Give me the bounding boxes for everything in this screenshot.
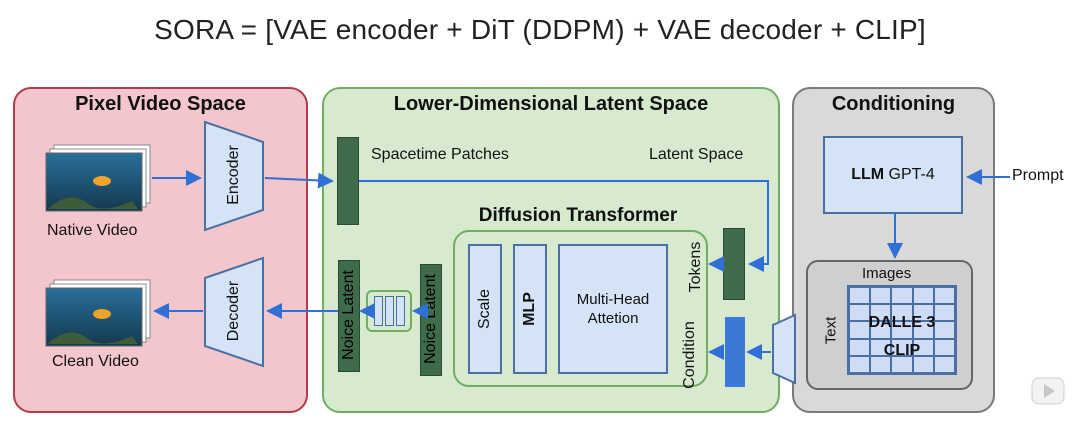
- decoder-block: [203, 256, 265, 368]
- clip-grid-cell: [870, 338, 892, 356]
- clip-grid-cell: [891, 338, 913, 356]
- arrow-patches-to-tokens: [359, 180, 769, 272]
- llm-label: LLM GPT-4: [823, 166, 963, 184]
- condition-column: [725, 317, 745, 387]
- clip-labels: DALLE 3 CLIP: [847, 309, 957, 365]
- attention-label: Multi-Head Attetion: [558, 290, 668, 328]
- clip-grid-cell: [933, 321, 955, 339]
- clip-grid-cell: [870, 321, 892, 339]
- clip-grid-cell: [912, 287, 934, 305]
- clip-grid-cell: [891, 287, 913, 305]
- mlp-block: [513, 244, 547, 374]
- arrow-encoder-to-patches: [264, 172, 334, 189]
- clip-grid-cell: [912, 304, 934, 322]
- clip-grid-cell: [849, 355, 871, 373]
- clip-grid-cell: [912, 338, 934, 356]
- clip-connector: [771, 313, 797, 385]
- clip-label: CLIP: [883, 342, 921, 359]
- clip-grid-cell: [912, 355, 934, 373]
- images-label: Images: [862, 265, 912, 282]
- clean-video-label: Clean Video: [52, 353, 139, 370]
- latent-space-title: Lower-Dimensional Latent Space: [393, 93, 709, 115]
- clip-grid-cell: [933, 338, 955, 356]
- pixel-space-title: Pixel Video Space: [75, 93, 246, 115]
- latent-slice-2: [385, 296, 394, 326]
- play-icon: [1030, 372, 1066, 408]
- prompt-label: Prompt: [1012, 167, 1064, 184]
- clip-grid-cell: [912, 321, 934, 339]
- clip-grid-cell: [891, 355, 913, 373]
- clip-grid-cell: [891, 321, 913, 339]
- clip-grid-cell: [849, 338, 871, 356]
- spacetime-patch-column: [337, 137, 359, 225]
- scale-block: [468, 244, 502, 374]
- clip-grid-cell: [849, 321, 871, 339]
- clip-grid-cell: [849, 287, 871, 305]
- llm-block: [823, 136, 963, 214]
- noice-latent-right-column: [420, 264, 442, 376]
- llm-label-bold: LLM: [851, 166, 885, 183]
- clip-grid: [847, 285, 957, 375]
- clip-grid-cell: [933, 304, 955, 322]
- latent-space-label: Latent Space: [649, 146, 744, 163]
- dit-title: Diffusion Transformer: [478, 205, 678, 226]
- attention-label-line2: Attetion: [587, 310, 639, 327]
- dalle-label: DALLE 3: [868, 314, 936, 331]
- clip-grid-cell: [870, 355, 892, 373]
- page-title: SORA = [VAE encoder + DiT (DDPM) + VAE d…: [154, 14, 926, 45]
- conditioning-title: Conditioning: [831, 93, 956, 115]
- native-video-label: Native Video: [47, 222, 138, 239]
- clip-grid-cell: [891, 304, 913, 322]
- clip-grid-cell: [933, 287, 955, 305]
- clip-grid-cell: [870, 304, 892, 322]
- llm-label-rest: GPT-4: [888, 166, 935, 183]
- clip-grid-cell: [870, 287, 892, 305]
- spacetime-patches-label: Spacetime Patches: [371, 146, 509, 163]
- clip-grid-cell: [933, 355, 955, 373]
- multi-head-attention-block: [558, 244, 668, 374]
- attention-label-line1: Multi-Head: [576, 291, 650, 308]
- clean-video-stack-icon: [42, 278, 152, 348]
- native-video-stack-icon: [42, 143, 152, 213]
- encoder-block: [203, 120, 265, 232]
- latent-slice-3: [396, 296, 405, 326]
- clip-grid-cell: [849, 304, 871, 322]
